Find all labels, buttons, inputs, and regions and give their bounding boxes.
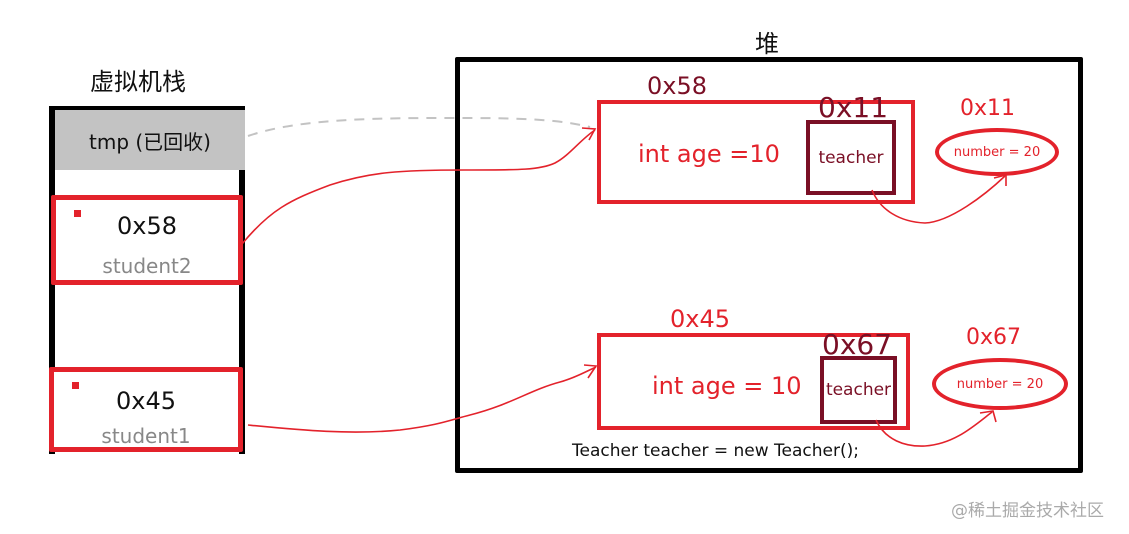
marker-icon (74, 210, 81, 217)
teacher-ref-box: teacher (820, 356, 897, 424)
arrow-student1 (247, 366, 597, 433)
teacher-ref-box: teacher (806, 120, 896, 195)
slot-variable: student2 (102, 254, 192, 278)
marker-icon (72, 382, 79, 389)
arrow-teacher-0x11 (871, 175, 1006, 224)
stack-slot-student2: 0x58 student2 (51, 195, 243, 285)
ref-address: 0x67 (822, 328, 893, 361)
slot-address: 0x58 (116, 212, 177, 240)
stack-slot-tmp: tmp (已回收) (55, 110, 245, 170)
target-address: 0x67 (966, 325, 1022, 350)
heap-object-student2 (597, 100, 915, 204)
object-address: 0x45 (670, 305, 731, 333)
watermark: @稀土掘金技术社区 (951, 501, 1104, 521)
stack-title: 虚拟机栈 (90, 68, 186, 96)
arrow-student2 (241, 129, 596, 245)
code-note: Teacher teacher = new Teacher(); (572, 441, 859, 461)
dashed-reclaimed-arrow (247, 116, 591, 137)
object-address: 0x58 (647, 72, 708, 100)
teacher-object-ellipse: number = 20 (932, 358, 1068, 410)
arrow-teacher-0x67 (875, 411, 993, 447)
slot-address: 0x45 (115, 387, 176, 415)
slot-variable: student1 (101, 424, 191, 448)
target-address: 0x11 (960, 96, 1016, 121)
teacher-object-ellipse: number = 20 (935, 128, 1059, 176)
heap-title: 堆 (755, 30, 779, 58)
object-field: int age =10 (638, 140, 780, 168)
object-field: int age = 10 (652, 372, 802, 400)
ref-address: 0x11 (818, 91, 889, 124)
heap-frame (455, 57, 1083, 473)
heap-object-student1 (597, 333, 910, 430)
stack-slot-student1: 0x45 student1 (49, 367, 243, 452)
